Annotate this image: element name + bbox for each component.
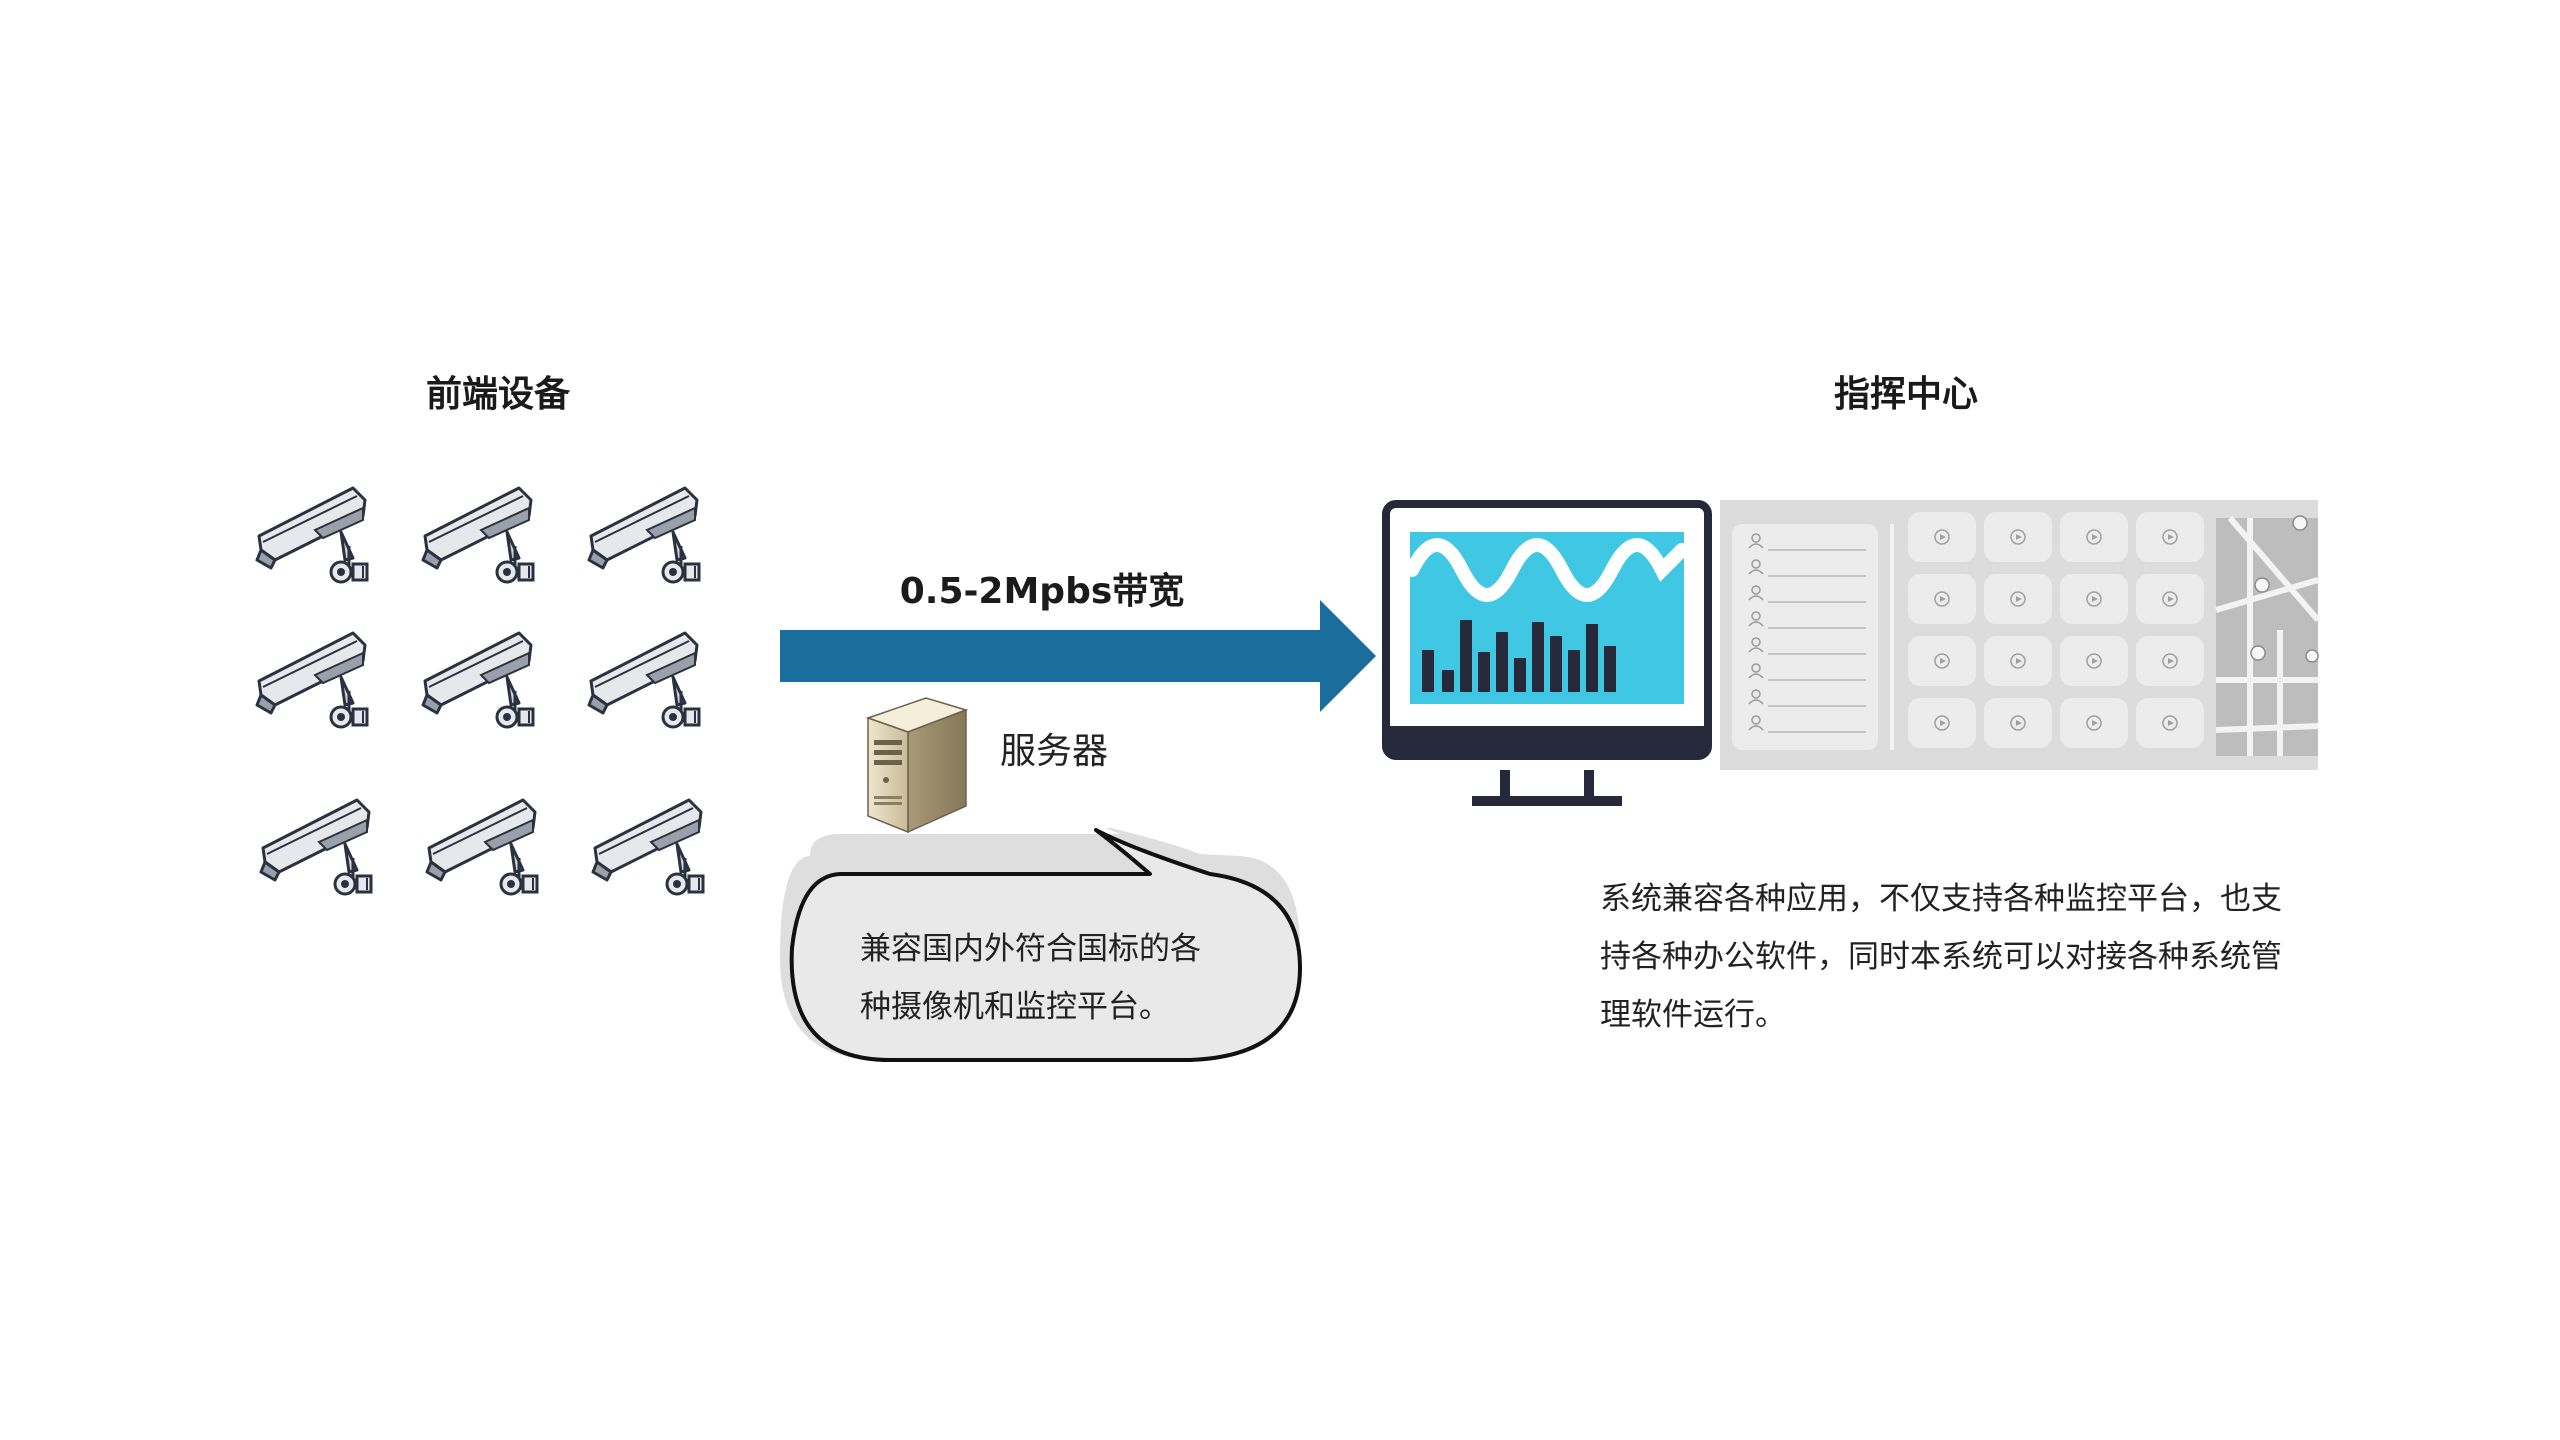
description-line: 系统兼容各种应用，不仅支持各种监控平台，也支	[1600, 881, 2282, 917]
security-camera-icon	[587, 631, 701, 729]
server-tower-icon	[865, 697, 969, 834]
video-wall-panel	[1720, 500, 2320, 770]
security-camera-icon	[421, 631, 535, 729]
data-flow-arrow-icon	[780, 600, 1376, 712]
bandwidth-label: 0.5-2Mpbs带宽	[899, 571, 1185, 612]
security-camera-icon	[255, 631, 369, 729]
security-camera-icon	[259, 798, 373, 896]
description-line: 持各种办公软件，同时本系统可以对接各种系统管	[1600, 939, 2282, 975]
security-camera-icon	[421, 486, 535, 584]
security-camera-icon	[587, 486, 701, 584]
command-center-description: 系统兼容各种应用，不仅支持各种监控平台，也支 持各种办公软件，同时本系统可以对接…	[1600, 870, 2340, 1044]
front-end-devices-title: 前端设备	[425, 374, 571, 415]
server-label: 服务器	[1000, 731, 1109, 772]
security-camera-icon	[591, 798, 705, 896]
speech-bubble	[780, 828, 1302, 1062]
compatibility-note-line: 兼容国内外符合国标的各	[860, 931, 1201, 967]
command-center-title: 指挥中心	[1833, 374, 1979, 415]
compatibility-note-line: 种摄像机和监控平台。	[860, 989, 1170, 1025]
description-line: 理软件运行。	[1600, 997, 1786, 1033]
security-camera-icon	[255, 486, 369, 584]
compatibility-note: 兼容国内外符合国标的各 种摄像机和监控平台。	[860, 920, 1280, 1036]
monitor-dashboard-icon	[1382, 500, 1712, 806]
security-camera-icon	[425, 798, 539, 896]
